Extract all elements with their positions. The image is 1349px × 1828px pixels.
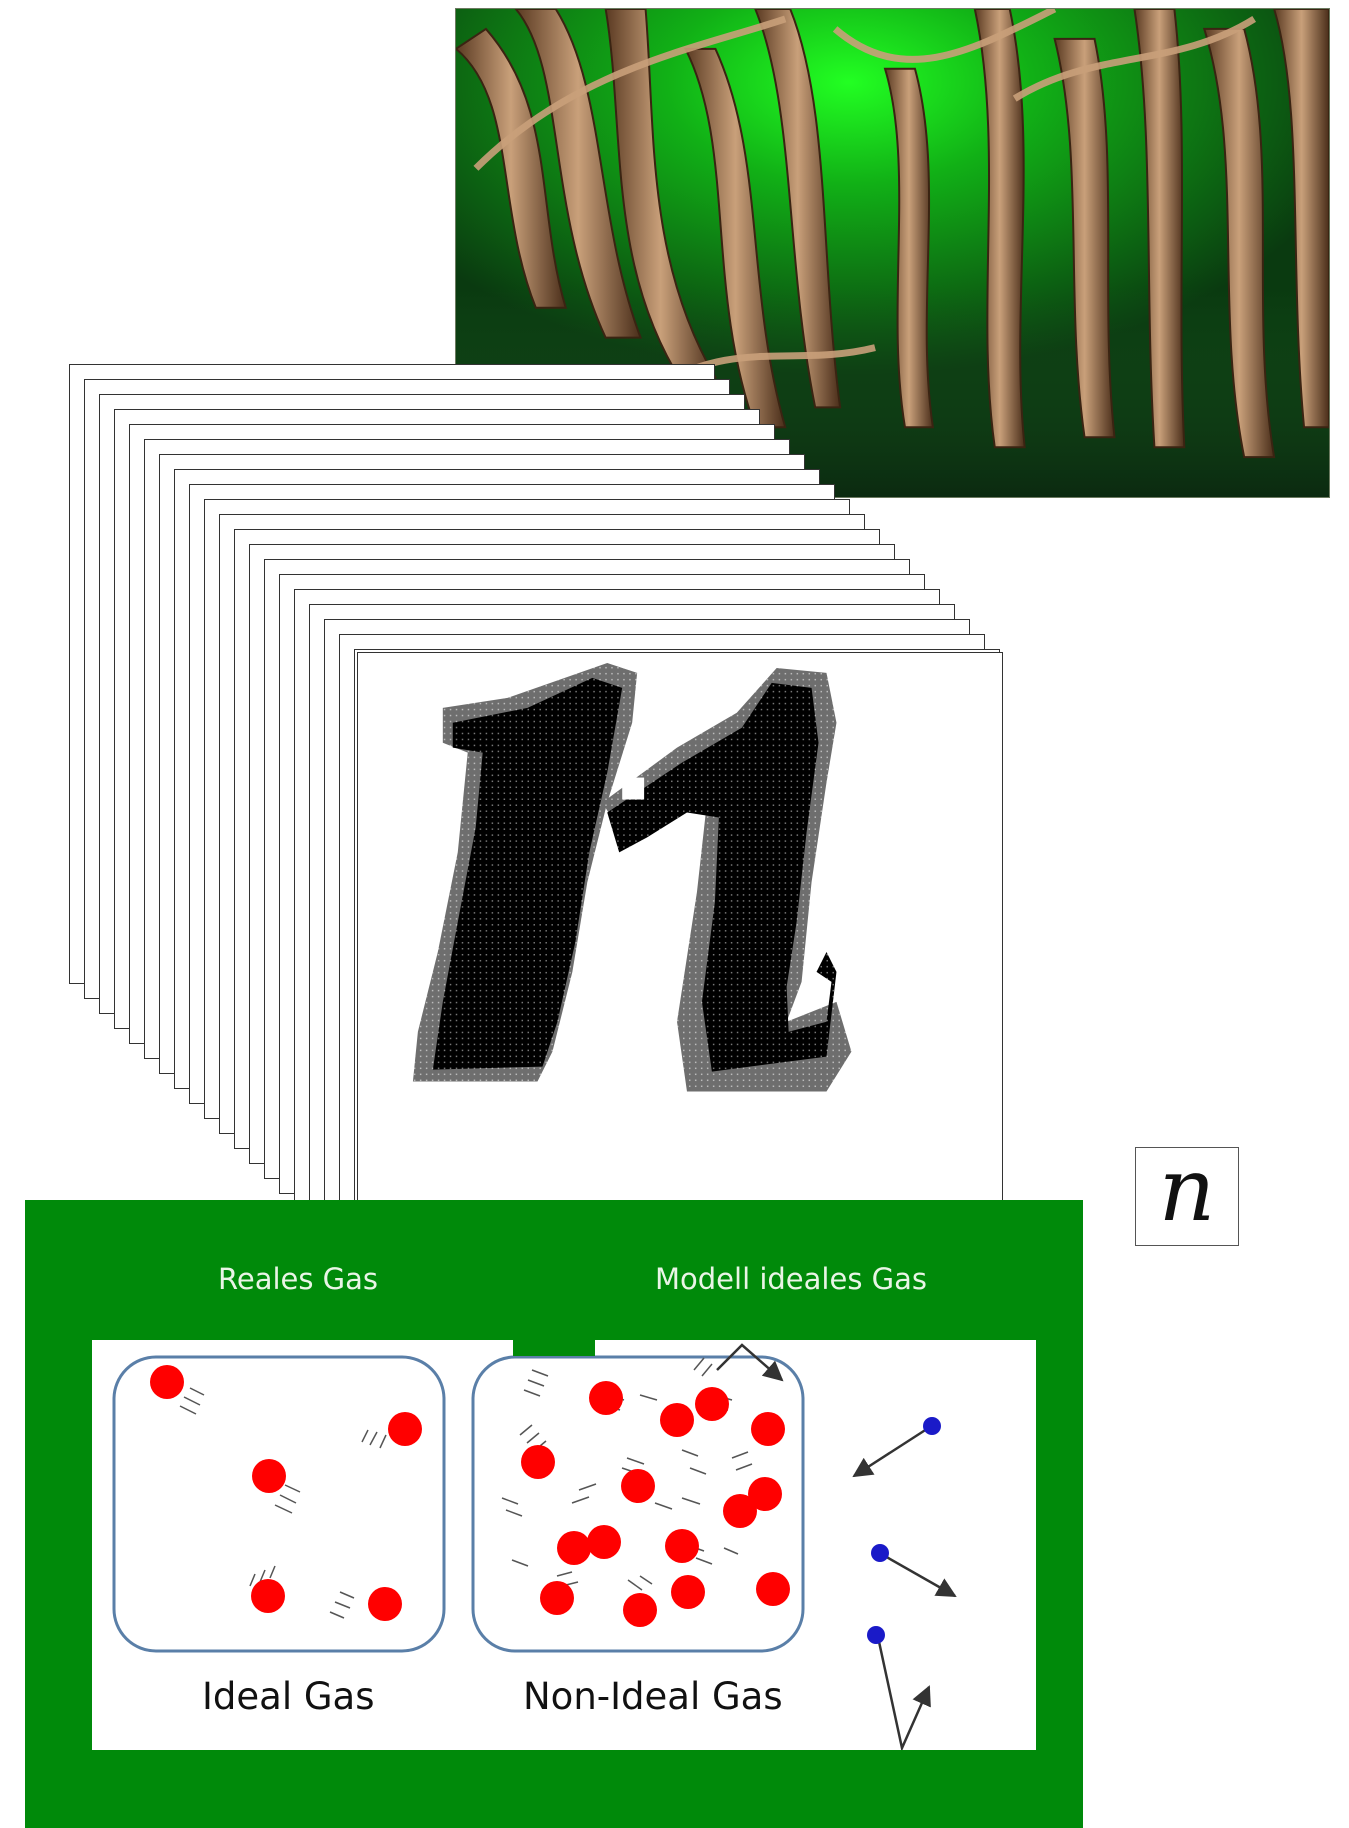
forest-image [456,9,1329,497]
stack-sheet [114,409,760,1029]
stack-sheet [189,484,835,1104]
stack-sheet [264,559,910,1179]
gas-diagram-card: Ideal Gas Non-Ideal Gas [92,1340,1036,1750]
ideal-gas-container [112,1355,446,1653]
stack-sheet [144,439,790,1059]
stack-sheet [174,469,820,1089]
stack-sheet [294,589,940,1209]
gas-diagram [112,1343,957,1750]
stack-sheet [204,499,850,1119]
stack-sheet [249,544,895,1164]
label-ideal-gas-model: Modell ideales Gas [655,1262,928,1296]
small-n-glyph: n [1158,1137,1216,1241]
forest-photo [455,8,1330,498]
stack-sheet [159,454,805,1074]
card-notch [513,1340,595,1356]
stack-sheet [279,574,925,1194]
stack-sheet [234,529,880,1149]
stack-sheet [129,424,775,1044]
small-n-glyph-box: n [1135,1137,1239,1246]
stack-sheet [354,649,1000,1269]
caption-ideal-gas: Ideal Gas [202,1675,375,1718]
stack-sheet [219,514,865,1134]
stack-sheet [309,604,955,1224]
stack-sheet [324,619,970,1239]
front-sheet-glyph [357,652,1003,1242]
label-real-gas: Reales Gas [218,1262,379,1296]
nonideal-gas-container [471,1355,805,1653]
pixelated-n-glyph [412,662,852,1092]
stack-sheet [339,634,985,1254]
caption-nonideal-gas: Non-Ideal Gas [523,1675,783,1718]
gas-panel: Reales Gas Modell ideales Gas [25,1200,1083,1828]
